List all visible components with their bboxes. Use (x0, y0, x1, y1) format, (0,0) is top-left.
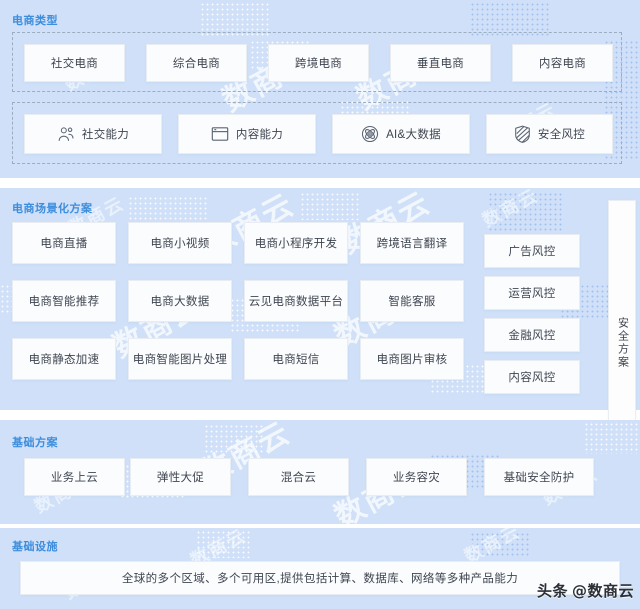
section-title-ecommerce-types: 电商类型 (12, 15, 58, 27)
basic-card-elasticpromotion[interactable]: 弹性大促 (130, 458, 231, 496)
type-card-comprehensive[interactable]: 综合电商 (146, 44, 247, 82)
type-card-crossborder[interactable]: 跨境电商 (268, 44, 369, 82)
type-card-social[interactable]: 社交电商 (24, 44, 125, 82)
capability-card-label: 安全风控 (537, 129, 586, 141)
capabilities-dashed-group (12, 102, 622, 164)
capability-card-label: 社交能力 (81, 129, 130, 141)
basic-card-securityprotection[interactable]: 基础安全防护 (484, 458, 594, 496)
risk-card-content[interactable]: 内容风控 (484, 360, 580, 394)
brand-watermark: 头条 @数商云 (537, 580, 634, 601)
type-card-label: 社交电商 (50, 58, 99, 70)
scenario-card-label: 跨境语言翻译 (376, 238, 448, 250)
scenario-card-staticacceleration[interactable]: 电商静态加速 (12, 338, 116, 380)
scenario-card-recommendation[interactable]: 电商智能推荐 (12, 280, 116, 322)
capability-card-ai-bigdata[interactable]: AI&大数据 (332, 114, 470, 154)
risk-card-label: 内容风控 (508, 372, 556, 384)
ecommerce-types-dashed-group (12, 32, 622, 92)
basic-card-cloudmigration[interactable]: 业务上云 (24, 458, 125, 496)
scenario-card-imageprocessing[interactable]: 电商智能图片处理 (128, 338, 232, 380)
type-card-label: 内容电商 (538, 58, 587, 70)
type-card-label: 综合电商 (172, 58, 221, 70)
type-card-label: 跨境电商 (294, 58, 343, 70)
basic-card-hybridcloud[interactable]: 混合云 (248, 458, 349, 496)
capability-card-label: AI&大数据 (386, 129, 441, 141)
risk-card-label: 金融风控 (508, 330, 556, 342)
scenario-card-miniprogram[interactable]: 电商小程序开发 (244, 222, 348, 264)
capability-card-social[interactable]: 社交能力 (24, 114, 162, 154)
type-card-label: 垂直电商 (416, 58, 465, 70)
scenario-card-bigdata[interactable]: 电商大数据 (128, 280, 232, 322)
users-icon (57, 126, 75, 142)
basic-card-disasterrecovery[interactable]: 业务容灾 (366, 458, 467, 496)
scenario-card-sms[interactable]: 电商短信 (244, 338, 348, 380)
type-card-vertical[interactable]: 垂直电商 (390, 44, 491, 82)
scenario-card-label: 智能客服 (388, 296, 436, 308)
risk-card-label: 运营风控 (508, 288, 556, 300)
atom-icon (361, 125, 379, 143)
shield-icon (514, 125, 531, 143)
ecommerce-types-panel: 数商云 数商云 数商云 数商云 电商类型 社交电商 综合电商 跨境电商 垂直电商… (0, 0, 640, 178)
watermark-text: 数商云 (479, 188, 543, 232)
infrastructure-description: 全球的多个区域、多个可用区,提供包括计算、数据库、网络等多种产品能力 (121, 573, 519, 585)
capability-card-content[interactable]: 内容能力 (178, 114, 316, 154)
scenario-card-label: 电商图片审核 (376, 354, 448, 366)
scenario-card-shortvideo[interactable]: 电商小视频 (128, 222, 232, 264)
risk-card-advertising[interactable]: 广告风控 (484, 234, 580, 268)
scenario-card-label: 电商小视频 (150, 238, 210, 250)
basic-solutions-panel: 数商云 数商云 数商云 数商云 基础方案 业务上云 弹性大促 混合云 业务容灾 … (0, 420, 640, 524)
risk-card-label: 广告风控 (508, 246, 556, 258)
section-title-basic-solutions: 基础方案 (12, 437, 58, 449)
scenario-card-label: 电商短信 (272, 354, 320, 366)
brand-watermark-prefix: 头条 (536, 582, 568, 600)
capability-card-label: 内容能力 (235, 129, 284, 141)
scenario-card-label: 云见电商数据平台 (248, 296, 344, 308)
scenario-solutions-panel: 数商云 数商云 数商云 数商云 数商云 数商云 电商场景化方案 电商直播 电商小… (0, 188, 640, 410)
scenario-card-imageaudit[interactable]: 电商图片审核 (360, 338, 464, 380)
brand-watermark-handle: @数商云 (571, 582, 634, 600)
window-icon (211, 126, 229, 142)
section-title-scenario-solutions: 电商场景化方案 (12, 203, 93, 215)
infrastructure-description-card[interactable]: 全球的多个区域、多个可用区,提供包括计算、数据库、网络等多种产品能力 (20, 561, 620, 595)
type-card-content[interactable]: 内容电商 (512, 44, 613, 82)
scenario-card-label: 电商大数据 (150, 296, 210, 308)
basic-card-label: 基础安全防护 (503, 472, 575, 484)
risk-card-operations[interactable]: 运营风控 (484, 276, 580, 310)
security-solution-label: 安全方案 (616, 316, 629, 369)
scenario-card-label: 电商智能推荐 (28, 296, 100, 308)
scenario-card-label: 电商直播 (40, 238, 88, 250)
basic-card-label: 混合云 (280, 472, 317, 484)
scenario-card-label: 电商小程序开发 (254, 238, 338, 250)
scenario-card-dataplatform[interactable]: 云见电商数据平台 (244, 280, 348, 322)
capability-card-security[interactable]: 安全风控 (486, 114, 613, 154)
scenario-card-label: 电商智能图片处理 (132, 354, 228, 366)
scenario-card-live[interactable]: 电商直播 (12, 222, 116, 264)
section-title-infrastructure: 基础设施 (12, 541, 58, 553)
basic-card-label: 业务上云 (50, 472, 99, 484)
risk-card-finance[interactable]: 金融风控 (484, 318, 580, 352)
scenario-card-translation[interactable]: 跨境语言翻译 (360, 222, 464, 264)
basic-card-label: 业务容灾 (392, 472, 441, 484)
scenario-card-label: 电商静态加速 (28, 354, 100, 366)
basic-card-label: 弹性大促 (156, 472, 205, 484)
scenario-card-customerservice[interactable]: 智能客服 (360, 280, 464, 322)
